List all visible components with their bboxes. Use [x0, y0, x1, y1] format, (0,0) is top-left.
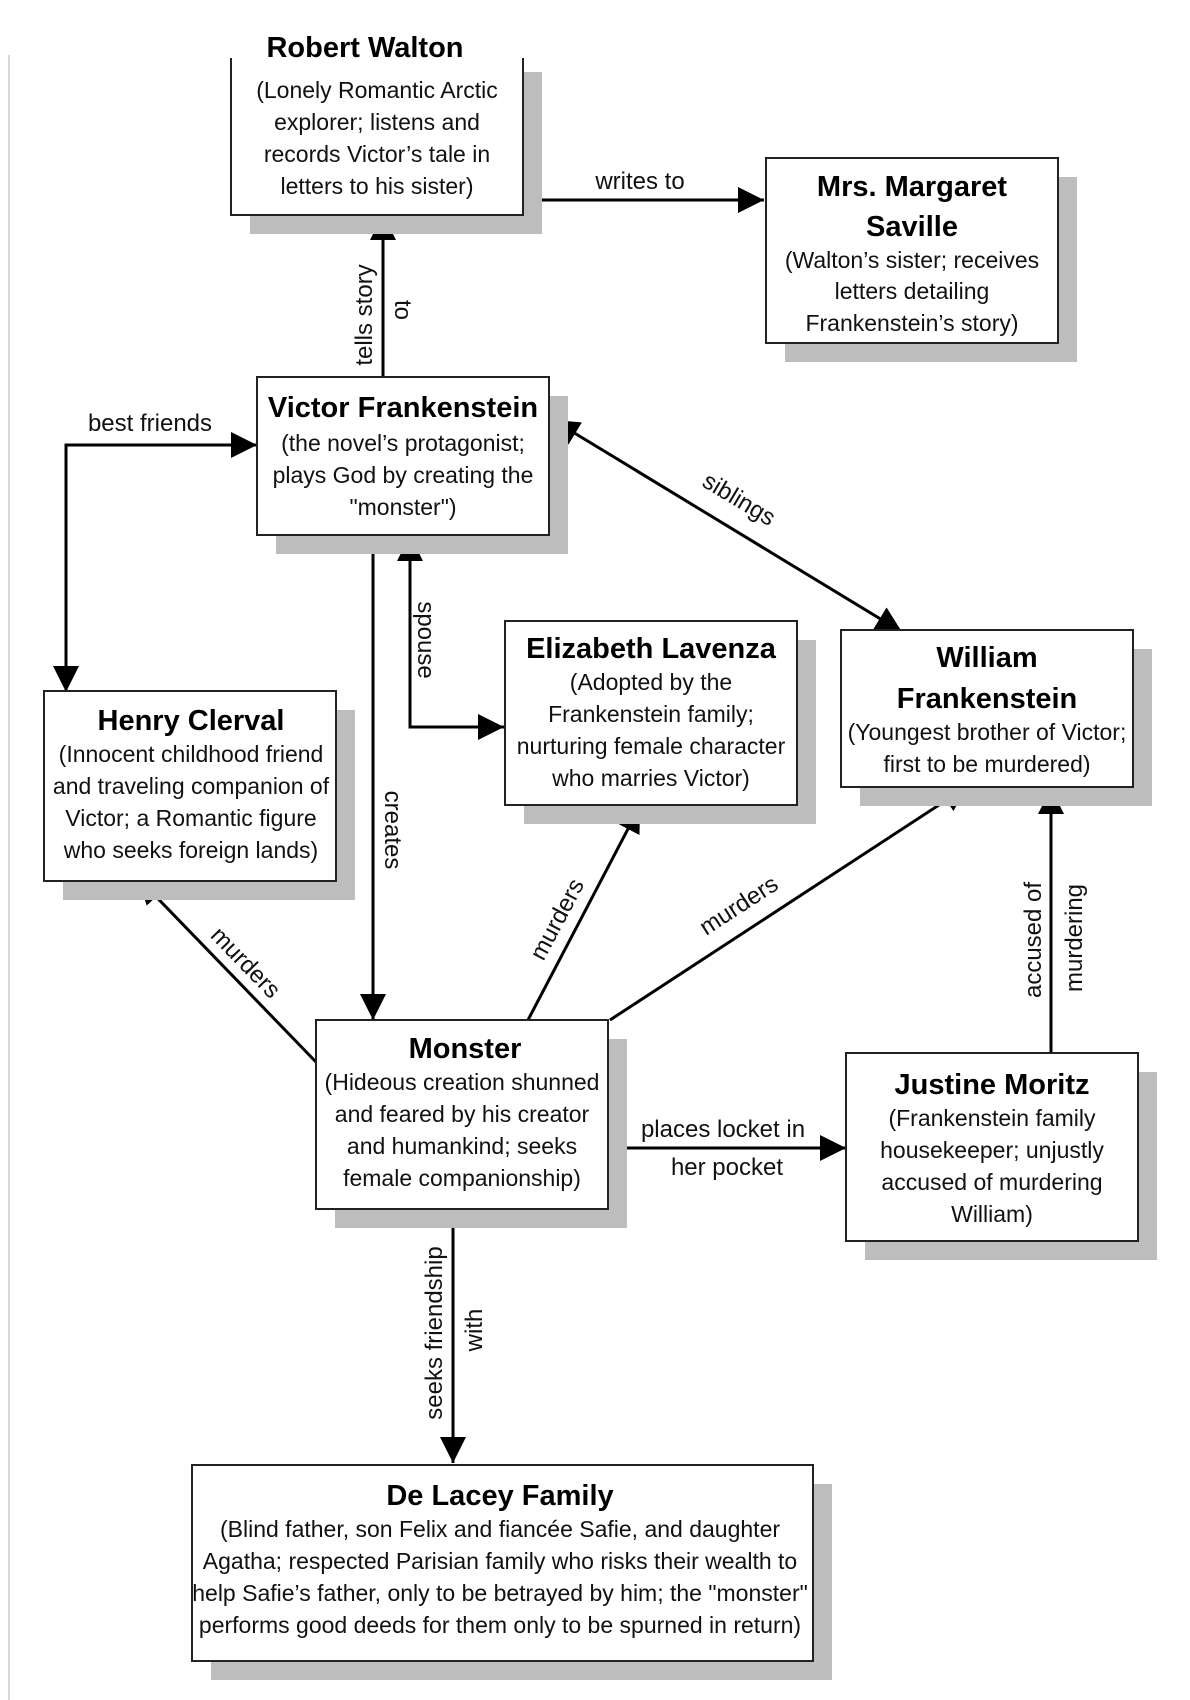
edge-label-siblings: siblings: [698, 467, 781, 531]
node-desc-line: housekeeper; unjustly: [880, 1137, 1104, 1163]
node-desc-line: and traveling companion of: [53, 773, 330, 799]
node-margaret-saville: Mrs. Margaret Saville (Walton’s sister; …: [765, 157, 1077, 362]
node-desc-line: and humankind; seeks: [347, 1133, 577, 1159]
node-de-lacey-family: De Lacey Family (Blind father, son Felix…: [191, 1464, 832, 1680]
page-edge-rule: [8, 55, 10, 1700]
node-robert-walton: Robert Walton (Lonely Romantic Arctic ex…: [225, 20, 542, 234]
node-desc-line: Agatha; respected Parisian family who ri…: [203, 1548, 797, 1574]
edge-label-writes-to: writes to: [594, 168, 684, 195]
edge-victor-william-siblings: [552, 418, 903, 634]
node-desc-line: (Blind father, son Felix and fiancée Saf…: [220, 1516, 780, 1542]
node-desc-line: records Victor’s tale in: [264, 141, 490, 167]
node-desc-line: first to be murdered): [883, 751, 1090, 777]
node-monster: Monster (Hideous creation shunned and fe…: [315, 1019, 627, 1228]
node-desc-line: plays God by creating the: [273, 462, 534, 488]
node-desc-line: (the novel’s protagonist;: [281, 430, 525, 456]
edge-label-spouse: spouse: [412, 601, 439, 678]
edge-label-accused-of: accused of: [1020, 882, 1047, 998]
node-title: William: [936, 642, 1037, 674]
node-desc-line: explorer; listens and: [274, 109, 480, 135]
edge-label-with: with: [461, 1309, 488, 1353]
edge-victor-elizabeth-spouse: [397, 535, 504, 740]
node-desc-line: (Youngest brother of Victor;: [848, 719, 1127, 745]
node-justine-moritz: Justine Moritz (Frankenstein family hous…: [845, 1052, 1157, 1260]
node-title: De Lacey Family: [386, 1480, 613, 1512]
edge-label-creates: creates: [379, 791, 406, 870]
edge-victor-henry-best-friends: [53, 432, 257, 692]
node-desc-line: who marries Victor): [551, 765, 750, 791]
edge-label-tells-story: tells story: [351, 264, 378, 365]
node-title: Mrs. Margaret: [817, 171, 1008, 203]
node-desc-line: help Safie’s father, only to be betrayed…: [192, 1580, 808, 1606]
node-desc-line: letters to his sister): [281, 173, 474, 199]
edge-monster-murders-william: [609, 784, 969, 1022]
node-desc-line: William): [951, 1201, 1033, 1227]
node-henry-clerval: Henry Clerval (Innocent childhood friend…: [43, 690, 355, 900]
edge-label-best-friends: best friends: [88, 410, 212, 437]
node-title: Saville: [866, 211, 958, 243]
node-desc-line: performs good deeds for them only to be …: [199, 1612, 801, 1638]
edge-label-places-locket: places locket in: [641, 1116, 805, 1143]
node-desc-line: (Hideous creation shunned: [325, 1069, 600, 1095]
node-title: Monster: [409, 1033, 522, 1065]
edge-label-tells-story-to: to: [389, 300, 416, 320]
node-desc-line: Victor; a Romantic figure: [65, 805, 316, 831]
node-desc-line: (Lonely Romantic Arctic: [256, 77, 498, 103]
edge-monster-murders-henry: [136, 876, 318, 1064]
edge-label-her-pocket: her pocket: [671, 1154, 783, 1181]
node-desc-line: female companionship): [343, 1165, 581, 1191]
connectors: [53, 187, 1064, 1463]
node-title: Elizabeth Lavenza: [526, 633, 777, 665]
node-desc-line: (Frankenstein family: [888, 1105, 1096, 1131]
node-title: Frankenstein: [897, 683, 1078, 715]
node-desc-line: (Walton’s sister; receives: [785, 247, 1039, 273]
node-william-frankenstein: William Frankenstein (Youngest brother o…: [840, 629, 1152, 806]
node-desc-line: who seeks foreign lands): [63, 837, 318, 863]
edge-label-seeks-friendship: seeks friendship: [421, 1246, 448, 1419]
node-elizabeth-lavenza: Elizabeth Lavenza (Adopted by the Franke…: [504, 620, 816, 824]
edge-monster-murders-elizabeth: [526, 805, 642, 1021]
node-victor-frankenstein: Victor Frankenstein (the novel’s protago…: [256, 376, 568, 554]
node-desc-line: accused of murdering: [881, 1169, 1102, 1195]
node-title: Henry Clerval: [98, 705, 285, 737]
node-desc-line: "monster"): [349, 494, 456, 520]
edge-label-murdering: murdering: [1061, 884, 1088, 992]
node-title: Victor Frankenstein: [268, 392, 538, 424]
node-desc-line: Frankenstein’s story): [805, 310, 1018, 336]
node-desc-line: and feared by his creator: [335, 1101, 590, 1127]
node-desc-line: Frankenstein family;: [548, 701, 754, 727]
node-desc-line: nurturing female character: [517, 733, 786, 759]
node-desc-line: (Innocent childhood friend: [59, 741, 324, 767]
node-desc-line: letters detailing: [835, 278, 990, 304]
node-title: Robert Walton: [266, 32, 463, 64]
edge-label-murders-henry: murders: [205, 922, 286, 1004]
node-desc-line: (Adopted by the: [570, 669, 732, 695]
edge-label-murders-william: murders: [695, 870, 784, 941]
node-title: Justine Moritz: [895, 1069, 1090, 1101]
